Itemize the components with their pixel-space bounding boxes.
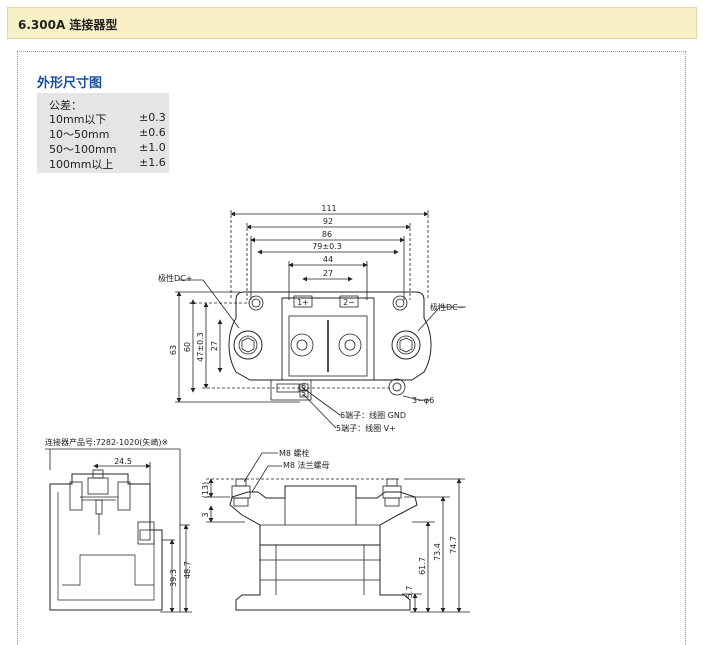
dim-74-7: 74.7 — [449, 536, 458, 554]
terminal-pos-label: 1+ — [297, 298, 309, 307]
dim-24-5: 24.5 — [114, 457, 132, 466]
dim-5-7: 5.7 — [405, 586, 414, 599]
header-bar: 6.300A 连接器型 — [7, 7, 697, 39]
callout-hole: 3−φ6 — [412, 396, 434, 405]
tolerance-value: ±1.6 — [139, 156, 166, 169]
dim-86: 86 — [322, 230, 332, 239]
side-view — [45, 448, 192, 613]
tolerance-row: 100mm以上 ±1.6 — [49, 156, 166, 172]
dim-92: 92 — [323, 217, 333, 226]
tolerance-table: 公差： 10mm以下 ±0.3 10～50mm ±0.6 50～100mm ±1… — [37, 93, 169, 173]
front-view — [206, 452, 470, 613]
dim-79: 79±0.3 — [312, 242, 342, 251]
tolerance-range: 100mm以上 — [49, 158, 114, 171]
dim-63: 63 — [169, 345, 178, 355]
tolerance-value: ±0.3 — [139, 111, 166, 124]
pin-5-label: 5 — [301, 389, 306, 398]
callout-gnd: 6端子：线圈 GND — [340, 410, 406, 420]
dim-47: 47±0.3 — [196, 332, 205, 362]
dim-44: 44 — [323, 255, 333, 264]
dim-48-7: 48.7 — [183, 561, 192, 579]
nut-label: M8 法兰螺母 — [283, 460, 330, 470]
callout-dc-plus: 极性DC+ — [158, 273, 192, 283]
dim-39-3: 39.3 — [169, 569, 178, 587]
callout-dc-minus: 极性DC− — [430, 302, 464, 312]
tolerance-value: ±1.0 — [139, 141, 166, 154]
dim-27: 27 — [323, 269, 333, 278]
tolerance-row: 50～100mm ±1.0 — [49, 141, 166, 157]
page-title: 6.300A 连接器型 — [18, 18, 118, 32]
dim-overall: 111 — [321, 204, 336, 213]
connector-part-number: 连接器产品号:7282-1020(矢崎)※ — [45, 437, 168, 447]
dim-60: 60 — [183, 342, 192, 352]
tolerance-range: 10mm以下 — [49, 113, 107, 126]
top-view — [175, 210, 466, 429]
dim-73-4: 73.4 — [433, 543, 442, 561]
tolerance-range: 10～50mm — [49, 128, 110, 141]
pin-6-label: 6 — [301, 382, 306, 391]
section-title: 外形尺寸图 — [37, 76, 103, 91]
tolerance-row: 10～50mm ±0.6 — [49, 126, 166, 142]
bolt-label: M8 螺栓 — [279, 448, 310, 458]
dim-61-7: 61.7 — [418, 557, 427, 575]
tolerance-heading: 公差： — [49, 99, 82, 112]
terminal-neg-label: 2− — [343, 298, 355, 307]
tolerance-row: 10mm以下 ±0.3 — [49, 111, 166, 127]
tolerance-range: 50～100mm — [49, 143, 117, 156]
dim-3: 3 — [201, 512, 210, 517]
dim-13: (13) — [201, 482, 210, 498]
content-panel — [17, 51, 686, 645]
dim-27-vertical: 27 — [210, 341, 219, 351]
tolerance-value: ±0.6 — [139, 126, 166, 139]
callout-v-plus: 5端子：线圈 V+ — [336, 423, 396, 433]
